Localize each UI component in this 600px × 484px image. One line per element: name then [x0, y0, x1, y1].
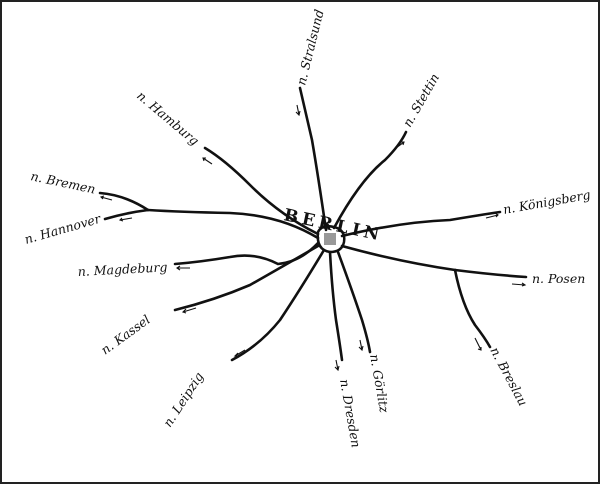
- arrow-icon: [511, 282, 527, 287]
- line-kassel: [173, 244, 320, 312]
- line-bremen: [98, 191, 150, 212]
- line-hamburg: [203, 146, 320, 236]
- arrow-icon: [295, 104, 301, 117]
- label-stettin: n. Stettin: [400, 71, 443, 130]
- arrow-icon: [395, 141, 405, 149]
- label-kassel: n. Kassel: [98, 312, 153, 358]
- line-hannover: [103, 208, 150, 221]
- arrow-icon: [202, 157, 213, 165]
- line-magdeburg: [173, 241, 320, 266]
- arrow-icon: [485, 212, 499, 219]
- label-posen: n. Posen: [532, 271, 585, 286]
- label-koenigsberg: n. Königsberg: [502, 187, 592, 217]
- arrow-icon: [118, 217, 133, 222]
- line-stettin: [332, 130, 408, 230]
- label-leipzig: n. Leipzig: [160, 369, 207, 429]
- label-goerlitz: n. Görlitz: [367, 353, 392, 414]
- arrow-icon: [181, 307, 197, 314]
- label-hannover: n. Hannover: [23, 211, 103, 247]
- arrow-icon: [233, 349, 246, 357]
- arrow-icon: [176, 265, 190, 271]
- line-leipzig: [230, 248, 326, 362]
- line-breslau: [453, 268, 492, 349]
- line-posen: [340, 244, 528, 279]
- label-hamburg: n. Hamburg: [134, 88, 202, 148]
- label-bremen: n. Bremen: [29, 168, 97, 196]
- line-goerlitz: [336, 250, 372, 354]
- label-magdeburg: n. Magdeburg: [77, 259, 167, 279]
- label-dresden: n. Dresden: [337, 378, 364, 449]
- line-west-trunk: [146, 208, 320, 240]
- label-breslau: n. Breslau: [487, 344, 531, 408]
- arrow-icon: [99, 195, 113, 201]
- line-dresden: [328, 250, 344, 362]
- direction-arrows: [99, 104, 527, 372]
- arrow-icon: [334, 359, 340, 372]
- label-stralsund: n. Stralsund: [293, 8, 326, 87]
- arrow-icon: [358, 339, 364, 352]
- line-stralsund: [298, 86, 328, 232]
- arrow-icon: [474, 337, 482, 351]
- line-koenigsberg: [340, 210, 502, 238]
